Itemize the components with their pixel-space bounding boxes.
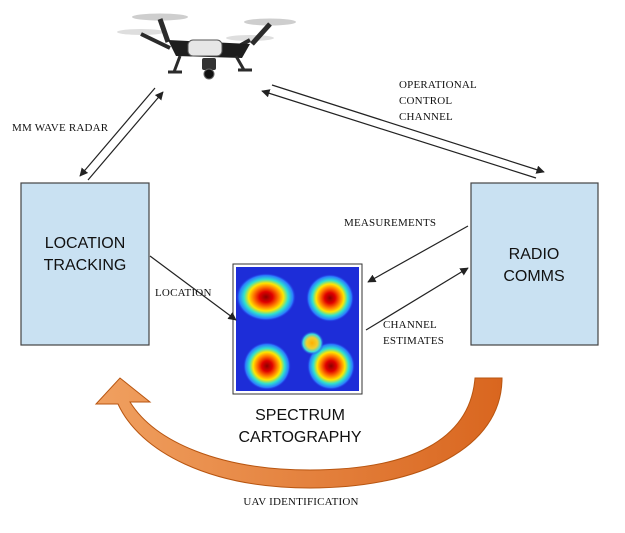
mm-wave-radar-arrows xyxy=(79,87,164,181)
radio-comms-label-line2: COMMS xyxy=(503,268,564,285)
location-arrow xyxy=(149,255,237,321)
location-tracking-box: LOCATION TRACKING xyxy=(20,182,150,346)
measurements-arrow xyxy=(367,225,469,283)
heatmap-hotspot xyxy=(306,274,354,322)
channel-estimates-label-line2: ESTIMATES xyxy=(383,335,444,347)
uav-identification-label: UAV IDENTIFICATION xyxy=(243,496,358,508)
spectrum-cartography-label-line2: CARTOGRAPHY xyxy=(239,429,362,446)
uav-identification-feedback-arrow xyxy=(94,377,503,489)
spectrum-heatmap xyxy=(232,263,363,395)
quadcopter-drone-icon xyxy=(117,13,296,80)
control-label: CONTROL xyxy=(399,95,452,107)
mm-wave-radar-label: MM WAVE RADAR xyxy=(12,122,109,134)
location-label: LOCATION xyxy=(155,287,212,299)
operational-control-channel-arrows xyxy=(261,84,545,179)
channel-estimates-label-line1: CHANNEL xyxy=(383,319,437,331)
location-tracking-label-line2: TRACKING xyxy=(44,257,127,274)
heatmap-hotspot xyxy=(307,342,355,390)
spectrum-cartography-label-line1: SPECTRUM xyxy=(255,407,345,424)
channel-estimates-arrow xyxy=(365,267,469,331)
operational-label: OPERATIONAL xyxy=(399,79,477,91)
radio-comms-box: RADIO COMMS xyxy=(470,182,599,346)
radio-comms-label-line1: RADIO xyxy=(509,246,560,263)
location-tracking-label-line1: LOCATION xyxy=(45,235,126,252)
heatmap-hotspot xyxy=(300,331,324,355)
heatmap-hotspot xyxy=(236,273,296,321)
heatmap-hotspot xyxy=(243,342,291,390)
channel-label: CHANNEL xyxy=(399,111,453,123)
measurements-label: MEASUREMENTS xyxy=(344,217,436,229)
